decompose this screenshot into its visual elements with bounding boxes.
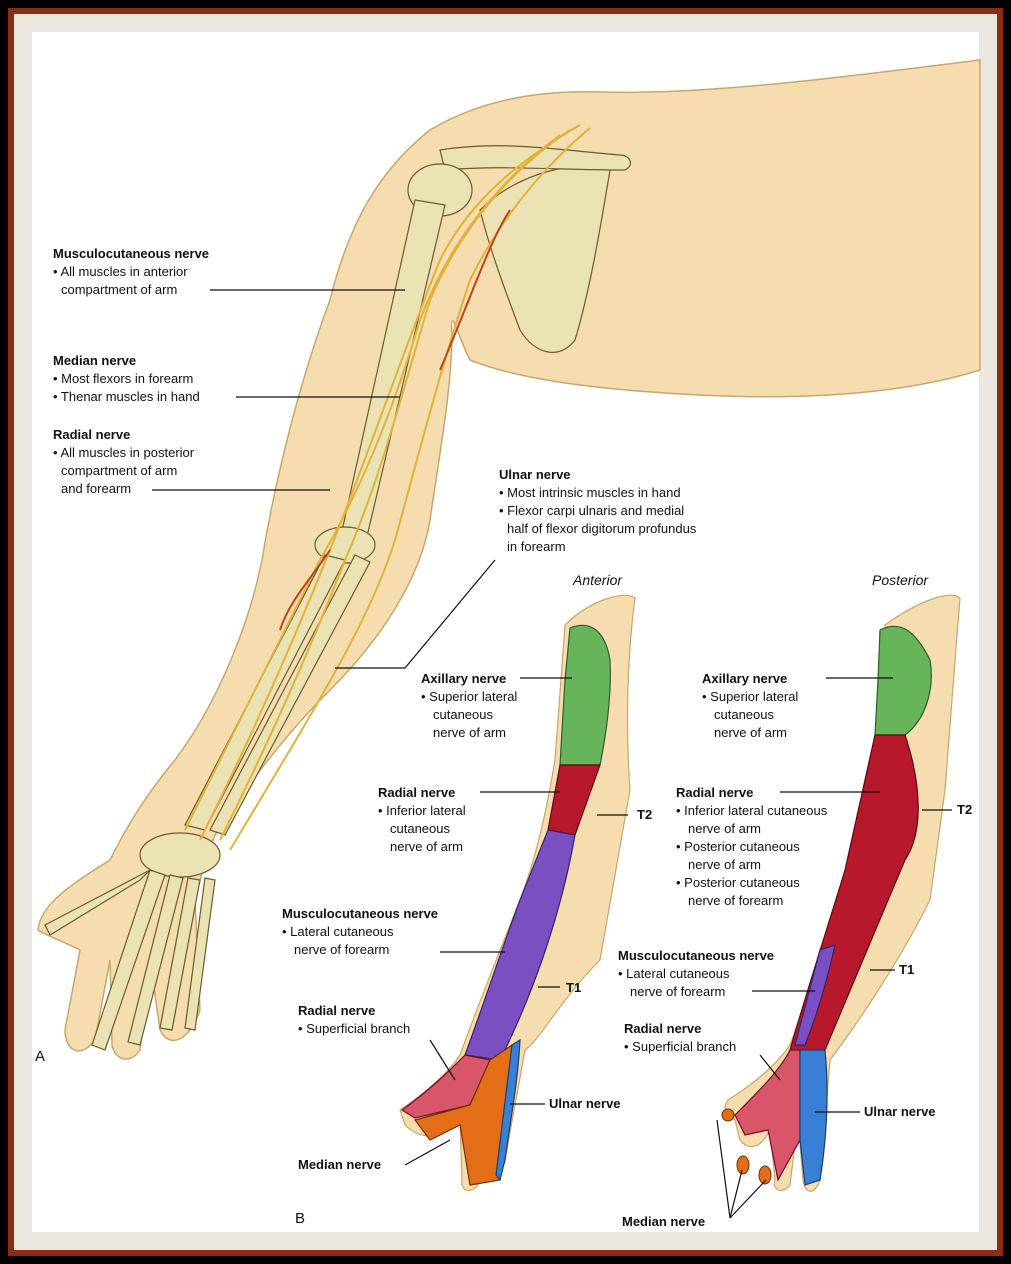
label-line: • Superficial branch (624, 1039, 737, 1054)
anterior-radial-superficial-region (400, 1054, 491, 1119)
panel-b-posterior (721, 594, 961, 1192)
label-line: nerve of forearm (294, 942, 390, 957)
label-line: • Inferior lateral (378, 803, 466, 818)
label-line: cutaneous (714, 707, 774, 722)
posterior-median-fingertips (721, 1108, 772, 1185)
finger-bones (44, 869, 216, 1051)
label-ulnar-anterior: Ulnar nerve (549, 1096, 621, 1111)
label-t2-anterior: T2 (637, 807, 653, 822)
panel-a-arm (37, 59, 981, 1060)
label-line: compartment of arm (61, 282, 178, 297)
label-title: Musculocutaneous nerve (53, 246, 210, 261)
label-line: • Most flexors in forearm (53, 371, 194, 386)
label-line: • Superior lateral (702, 689, 799, 704)
arteries-a (279, 209, 511, 631)
label-musculocutaneous-anterior: Musculocutaneous nerve • Lateral cutaneo… (282, 905, 438, 959)
label-line: nerve of arm (714, 725, 787, 740)
label-musculocutaneous-posterior: Musculocutaneous nerve • Lateral cutaneo… (618, 947, 774, 1001)
anterior-ulnar-region (495, 1038, 521, 1182)
panel-b-letter: B (295, 1210, 306, 1227)
label-line: • Thenar muscles in hand (53, 389, 200, 404)
label-line: and forearm (61, 481, 132, 496)
label-ulnar-posterior: Ulnar nerve (864, 1104, 936, 1119)
anterior-view-label: Anterior (573, 572, 623, 588)
ulna (209, 554, 371, 836)
label-radial-anterior: Radial nerve • Inferior lateral cutaneou… (378, 784, 466, 856)
label-line: nerve of arm (688, 821, 761, 836)
label-ulnar-a: Ulnar nerve • Most intrinsic muscles in … (499, 466, 696, 556)
label-title: Radial nerve (53, 427, 131, 442)
label-radial-superficial-anterior: Radial nerve • Superficial branch (298, 1002, 410, 1038)
label-line: nerve of arm (390, 839, 463, 854)
panel-b-anterior (399, 594, 636, 1192)
label-median-a: Median nerve • Most flexors in forearm •… (53, 352, 200, 406)
label-line: • Flexor carpi ulnaris and medial (499, 503, 685, 518)
posterior-radial-superficial-region (734, 1049, 801, 1182)
label-line: cutaneous (433, 707, 493, 722)
label-title: Radial nerve (378, 785, 456, 800)
label-t2-posterior: T2 (957, 802, 973, 817)
elbow-joint (314, 526, 376, 564)
label-line: nerve of forearm (630, 984, 726, 999)
label-line: nerve of arm (433, 725, 506, 740)
label-title: Ulnar nerve (499, 467, 571, 482)
posterior-axillary-region (874, 625, 932, 736)
label-musculocutaneous-a: Musculocutaneous nerve • All muscles in … (53, 245, 209, 299)
label-radial-superficial-posterior: Radial nerve • Superficial branch (624, 1020, 736, 1056)
posterior-musculocutaneous-region (794, 944, 836, 1046)
posterior-view-label: Posterior (872, 572, 929, 588)
label-line: cutaneous (390, 821, 450, 836)
label-line: compartment of arm (61, 463, 178, 478)
label-line: nerve of forearm (688, 893, 784, 908)
label-t1-posterior: T1 (899, 962, 915, 977)
label-title: Radial nerve (624, 1021, 702, 1036)
label-line: • Inferior lateral cutaneous (676, 803, 828, 818)
label-title: Radial nerve (676, 785, 754, 800)
posterior-ulnar-region (799, 1049, 828, 1186)
label-title: Median nerve (53, 353, 137, 368)
label-line: in forearm (507, 539, 566, 554)
label-title: Musculocutaneous nerve (282, 906, 439, 921)
label-line: • Lateral cutaneous (618, 966, 730, 981)
label-line: • Lateral cutaneous (282, 924, 394, 939)
leader-lines (152, 289, 952, 1219)
label-radial-a: Radial nerve • All muscles in posterior … (53, 426, 194, 498)
label-title: Radial nerve (298, 1003, 376, 1018)
label-title: Axillary nerve (702, 671, 788, 686)
label-line: • Superior lateral (421, 689, 518, 704)
label-line: • All muscles in anterior (53, 264, 188, 279)
anterior-axillary-region (559, 624, 611, 766)
nerves-a (184, 124, 591, 851)
label-line: • All muscles in posterior (53, 445, 195, 460)
label-line: • Superficial branch (298, 1021, 411, 1036)
label-line: half of flexor digitorum profundus (507, 521, 697, 536)
label-line: • Posterior cutaneous (676, 839, 800, 854)
label-median-posterior: Median nerve (622, 1214, 706, 1229)
panel-a-letter: A (35, 1048, 46, 1065)
label-line: • Most intrinsic muscles in hand (499, 485, 681, 500)
label-line: nerve of arm (688, 857, 761, 872)
label-t1-anterior: T1 (566, 980, 582, 995)
label-median-anterior: Median nerve (298, 1157, 382, 1172)
label-title: Musculocutaneous nerve (618, 948, 775, 963)
label-line: • Posterior cutaneous (676, 875, 800, 890)
label-radial-posterior: Radial nerve • Inferior lateral cutaneou… (676, 784, 827, 910)
label-title: Axillary nerve (421, 671, 507, 686)
clavicle (439, 145, 632, 171)
label-axillary-anterior: Axillary nerve • Superior lateral cutane… (421, 670, 517, 742)
label-axillary-posterior: Axillary nerve • Superior lateral cutane… (702, 670, 798, 742)
